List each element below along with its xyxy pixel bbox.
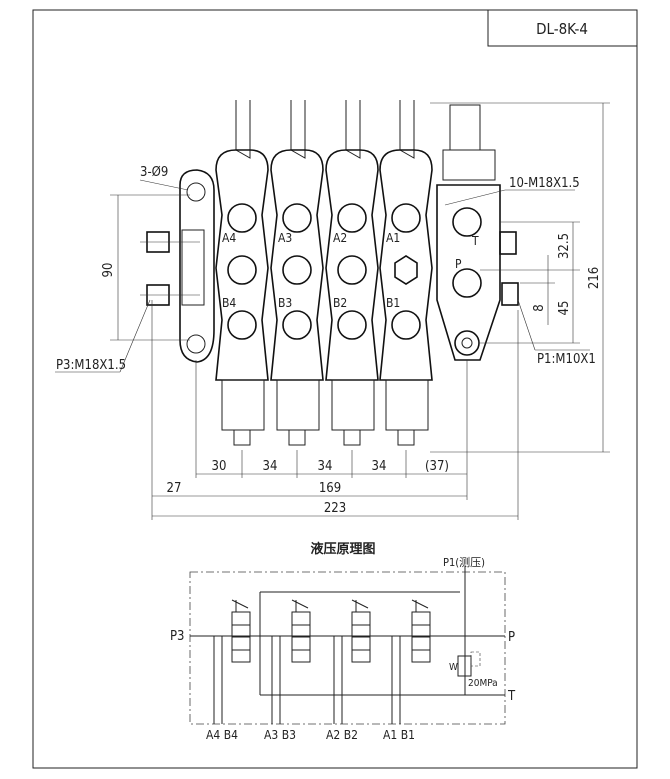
left-end-cover — [140, 169, 215, 363]
valve-section-2 — [325, 100, 379, 446]
port-label-b3: B3 — [278, 296, 292, 310]
port-label-a3: A3 — [278, 231, 292, 245]
drawing-frame — [32, 9, 638, 769]
port-label-a4: A4 — [222, 231, 236, 245]
port-label-a1: A1 — [386, 231, 400, 245]
valve-sections — [215, 100, 433, 446]
port-label-b1: B1 — [386, 296, 400, 310]
valve-section-1 — [379, 100, 433, 446]
schematic-port-label-1: A1 B1 — [383, 728, 415, 742]
port-label-p: P — [455, 257, 462, 271]
relief-valve-label: W — [449, 662, 458, 673]
callout-ports: 10-M18X1.5 — [509, 176, 580, 191]
schematic-p1-label: P1(测压) — [443, 556, 485, 569]
title-block — [487, 9, 638, 47]
valve-section-4 — [215, 100, 269, 446]
dim-t-offset: 32.5 — [557, 233, 572, 259]
port-label-a2: A2 — [333, 231, 347, 245]
model-number: DL-8K-4 — [536, 20, 588, 38]
schematic-boundary — [189, 571, 506, 725]
dim-height-total: 216 — [587, 267, 602, 289]
callout-p1: P1:M10X1 — [537, 352, 596, 367]
dim-p1-offset: 8 — [532, 304, 547, 311]
schematic-p3-label: P3 — [170, 629, 185, 644]
port-label-b4: B4 — [222, 296, 236, 310]
callout-p3: P3:M18X1.5 — [56, 358, 126, 373]
callout-mount-holes: 3-Ø9 — [140, 165, 168, 180]
inlet-section — [436, 104, 519, 361]
port-label-t: T — [471, 234, 479, 248]
dim-total-width: 223 — [324, 501, 346, 516]
schematic-t-label: T — [507, 689, 516, 704]
schematic-port-label-2: A2 B2 — [326, 728, 358, 742]
dim-bottom-2: 34 — [263, 459, 278, 474]
port-label-b2: B2 — [333, 296, 347, 310]
dim-left-margin: 27 — [167, 481, 182, 496]
schematic-port-label-4: A4 B4 — [206, 728, 238, 742]
schematic-title: 液压原理图 — [310, 541, 375, 557]
schematic-port-label-3: A3 B3 — [264, 728, 296, 742]
dim-inner-width: 169 — [319, 481, 341, 496]
schematic-p-label: P — [508, 630, 515, 645]
schematic-circuit — [190, 566, 505, 724]
dim-bottom-3: 34 — [318, 459, 333, 474]
dim-bottom-5: (37) — [425, 459, 449, 474]
dimension-lines — [55, 102, 610, 520]
valve-section-3 — [270, 100, 324, 446]
dim-bottom-1: 30 — [212, 459, 227, 474]
relief-pressure-label: 20MPa — [468, 678, 498, 689]
dim-bottom-4: 34 — [372, 459, 387, 474]
dim-height-left: 90 — [101, 263, 116, 278]
dim-p-offset: 45 — [557, 301, 572, 316]
